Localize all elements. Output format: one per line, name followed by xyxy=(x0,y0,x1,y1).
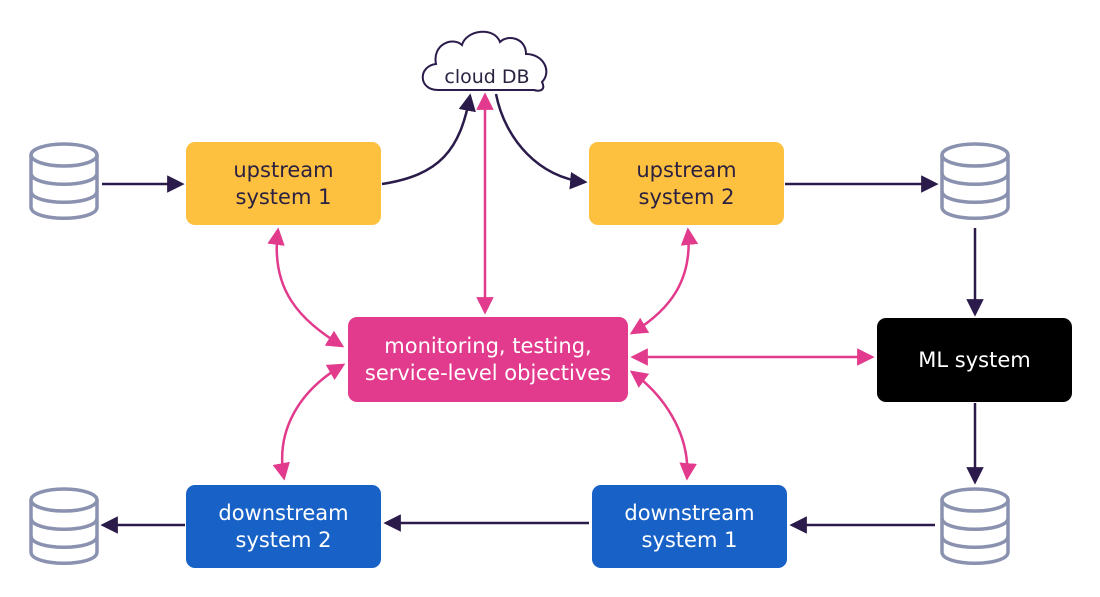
arrow-cloud-to-upstream-2 xyxy=(494,93,588,190)
database-left-top-icon xyxy=(29,142,99,220)
downstream-system-1-line2: system 1 xyxy=(641,527,738,552)
downstream-system-1-box[interactable]: downstream system 1 xyxy=(592,485,787,568)
cloud-shape xyxy=(421,30,548,92)
database-left-bottom-icon xyxy=(29,487,99,565)
arrow-monitor-upstream-2 xyxy=(629,227,699,335)
ml-system-label: ML system xyxy=(918,347,1031,372)
database-right-bottom-icon xyxy=(940,487,1010,565)
upstream-system-2-box[interactable]: upstream system 2 xyxy=(589,142,784,225)
downstream-system-2-box[interactable]: downstream system 2 xyxy=(186,485,381,568)
arrow-monitor-upstream-1 xyxy=(267,227,345,348)
upstream-system-2-line2: system 2 xyxy=(638,184,735,209)
upstream-system-1-line2: system 1 xyxy=(235,184,332,209)
downstream-system-2-line2: system 2 xyxy=(235,527,332,552)
upstream-system-1-line1: upstream xyxy=(233,157,334,182)
downstream-system-2-line1: downstream xyxy=(218,500,349,525)
monitoring-line1: monitoring, testing, xyxy=(384,333,592,358)
database-right-top-icon xyxy=(940,142,1010,220)
arrow-monitor-downstream-1 xyxy=(629,370,697,481)
downstream-system-1-line1: downstream xyxy=(624,500,755,525)
upstream-system-1-box[interactable]: upstream system 1 xyxy=(186,142,381,225)
cloud-db-label: cloud DB xyxy=(444,66,530,88)
arrow-monitor-downstream-2 xyxy=(272,363,346,481)
monitoring-box[interactable]: monitoring, testing, service-level objec… xyxy=(348,317,628,402)
upstream-system-2-line1: upstream xyxy=(636,157,737,182)
ml-system-box[interactable]: ML system xyxy=(877,318,1072,402)
monitoring-line2: service-level objectives xyxy=(364,360,612,385)
arrow-upstream-1-to-cloud xyxy=(381,93,476,186)
